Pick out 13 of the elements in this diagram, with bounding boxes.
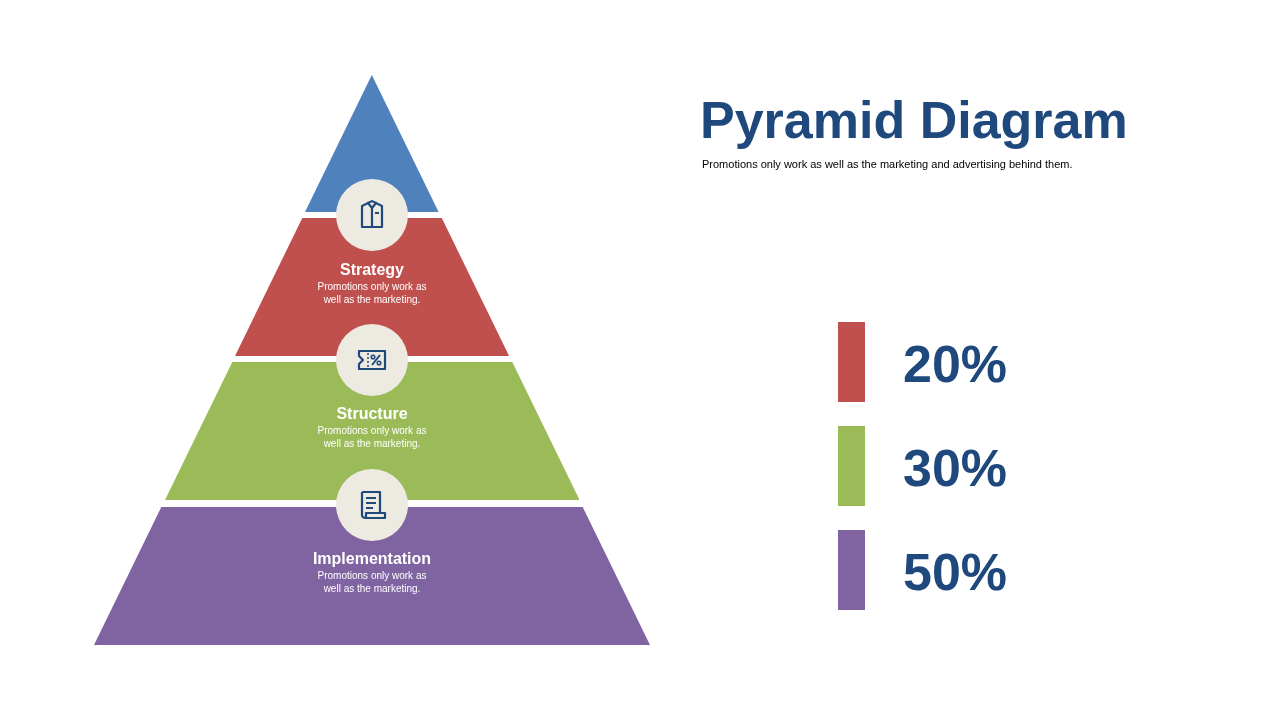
tier-description: Promotions only work as well as the marketing.	[316, 569, 428, 595]
tier-description: Promotions only work as well as the marketing.	[316, 280, 428, 306]
tier-heading: Structure	[335, 405, 409, 423]
tier-description: Promotions only work as well as the marketing.	[316, 424, 428, 450]
title: Pyramid Diagram	[700, 90, 1128, 150]
pyramid-tier	[94, 507, 650, 645]
tier-heading: Strategy	[338, 261, 405, 279]
percentage-value: 50%	[903, 542, 1008, 602]
percentage-value: 20%	[903, 334, 1008, 394]
tier-heading: Implementation	[311, 550, 433, 568]
pyramid-tier	[164, 362, 580, 500]
subtitle: Promotions only work as well as the marketing and advertising behind them.	[702, 158, 1073, 170]
percentage-value: 30%	[903, 438, 1008, 498]
